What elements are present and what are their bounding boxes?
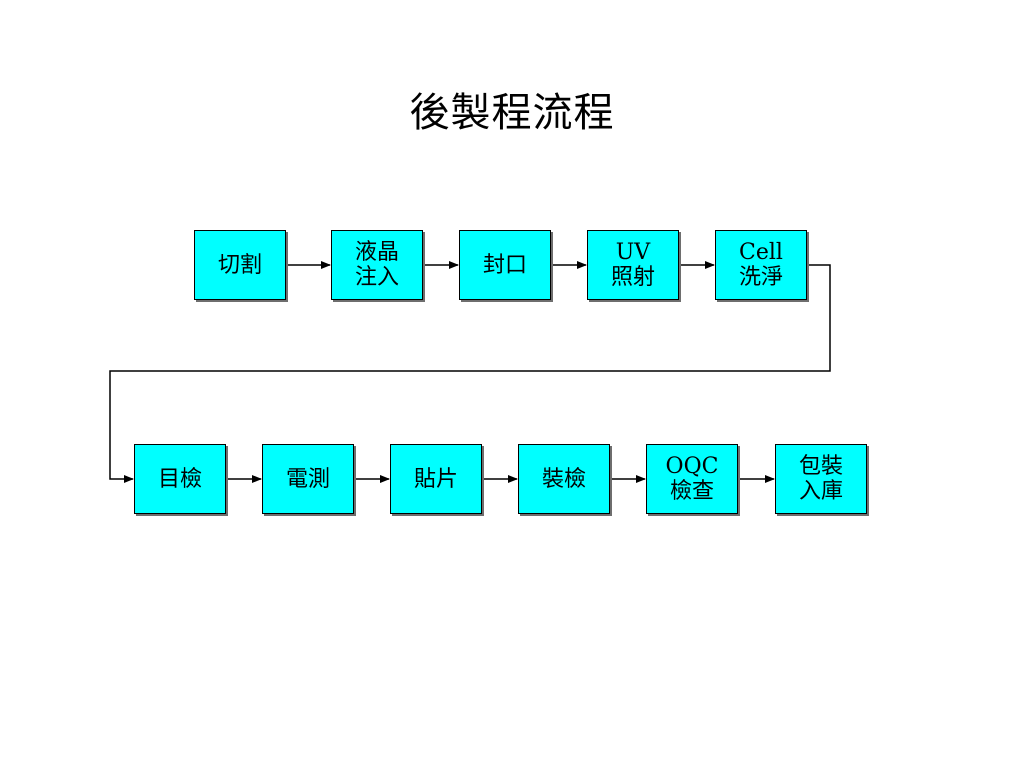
step-label: 裝檢: [541, 466, 586, 492]
step-visual-inspection: 目檢: [134, 444, 226, 514]
page-title: 後製程流程: [409, 90, 615, 136]
step-cut: 切割: [194, 230, 286, 300]
step-label: UV 照射: [610, 240, 655, 290]
step-seal: 封口: [459, 230, 551, 300]
step-assembly-inspection: 裝檢: [518, 444, 610, 514]
step-label: 切割: [217, 252, 262, 278]
step-label: 目檢: [157, 466, 202, 492]
step-attach-film: 貼片: [390, 444, 482, 514]
step-uv-exposure: UV 照射: [587, 230, 679, 300]
step-label: 液晶 注入: [354, 240, 399, 290]
step-label: OQC 檢查: [665, 454, 719, 504]
step-label: 包裝 入庫: [798, 454, 843, 504]
step-cell-cleaning: Cell 洗淨: [715, 230, 807, 300]
step-label: 貼片: [413, 466, 458, 492]
step-electrical-test: 電測: [262, 444, 354, 514]
step-label: Cell 洗淨: [738, 240, 783, 290]
connector-cell-cleaning-to-visual-inspection: [109, 264, 831, 483]
step-label: 封口: [482, 252, 527, 278]
step-label: 電測: [285, 466, 330, 492]
step-pack-warehouse: 包裝 入庫: [775, 444, 867, 514]
step-oqc-inspection: OQC 檢查: [646, 444, 738, 514]
step-lc-injection: 液晶 注入: [331, 230, 423, 300]
